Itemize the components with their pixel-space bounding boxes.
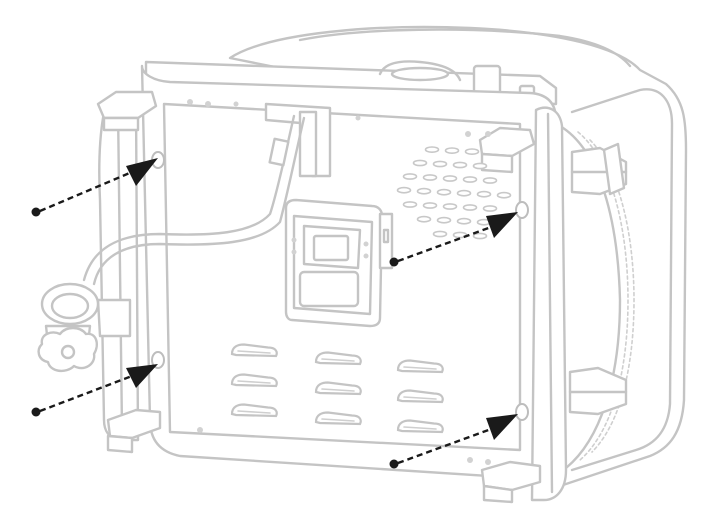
vent-hole	[442, 175, 458, 182]
mounting-holes	[151, 151, 529, 421]
hose-outlet-bracket	[264, 102, 332, 178]
slot-vent-edge	[403, 426, 437, 430]
vent-hole	[476, 190, 492, 198]
frame-brackets	[96, 90, 628, 504]
vent-hole	[396, 186, 412, 194]
vent-hole	[452, 161, 468, 169]
vent-hole	[496, 191, 512, 199]
vent-hole	[464, 148, 480, 155]
slot-vent-edge	[403, 366, 437, 370]
vent-hole	[462, 176, 478, 183]
gas-hose	[82, 114, 306, 286]
vent-hole	[472, 232, 488, 240]
vent-hole	[422, 174, 438, 181]
regulator	[37, 282, 100, 373]
vent-hole	[402, 173, 418, 180]
mounting-hole-bottom-right	[515, 403, 529, 421]
slot-vent-edge	[321, 388, 355, 392]
slot-vent-edge	[403, 396, 437, 400]
arrow-bottom-left	[31, 364, 158, 417]
vent-hole	[416, 187, 432, 195]
vent-hole	[412, 159, 428, 167]
vent-hole	[456, 217, 472, 225]
vent-hole	[416, 215, 432, 223]
vent-hole	[432, 160, 448, 168]
mounting-hole-top-right	[515, 201, 529, 219]
vent-hole	[436, 188, 452, 196]
arrow-top-right	[389, 212, 518, 267]
vent-hole	[422, 202, 438, 209]
assembly-arrows	[31, 158, 518, 469]
vent-holes	[396, 146, 512, 240]
vent-hole	[402, 201, 418, 208]
vent-hole	[482, 177, 498, 184]
arrow-top-left	[31, 158, 158, 217]
slot-vent-edge	[321, 418, 355, 422]
slot-vent-edge	[237, 350, 271, 354]
slot-vents	[230, 343, 444, 434]
slot-vent-edge	[237, 380, 271, 384]
vent-hole	[444, 147, 460, 154]
vent-hole	[472, 162, 488, 170]
vent-hole	[436, 216, 452, 224]
vent-hole	[462, 204, 478, 211]
vent-hole	[456, 189, 472, 197]
control-box	[284, 198, 394, 328]
mounting-hole-bottom-left	[151, 351, 165, 369]
arrow-bottom-right	[389, 414, 518, 469]
slot-vent-edge	[237, 410, 271, 414]
vent-hole	[442, 203, 458, 210]
slot-vent-edge	[321, 358, 355, 362]
vent-hole	[482, 205, 498, 212]
vent-hole	[432, 230, 448, 238]
vent-hole	[424, 146, 440, 153]
panel-screws	[187, 99, 491, 465]
